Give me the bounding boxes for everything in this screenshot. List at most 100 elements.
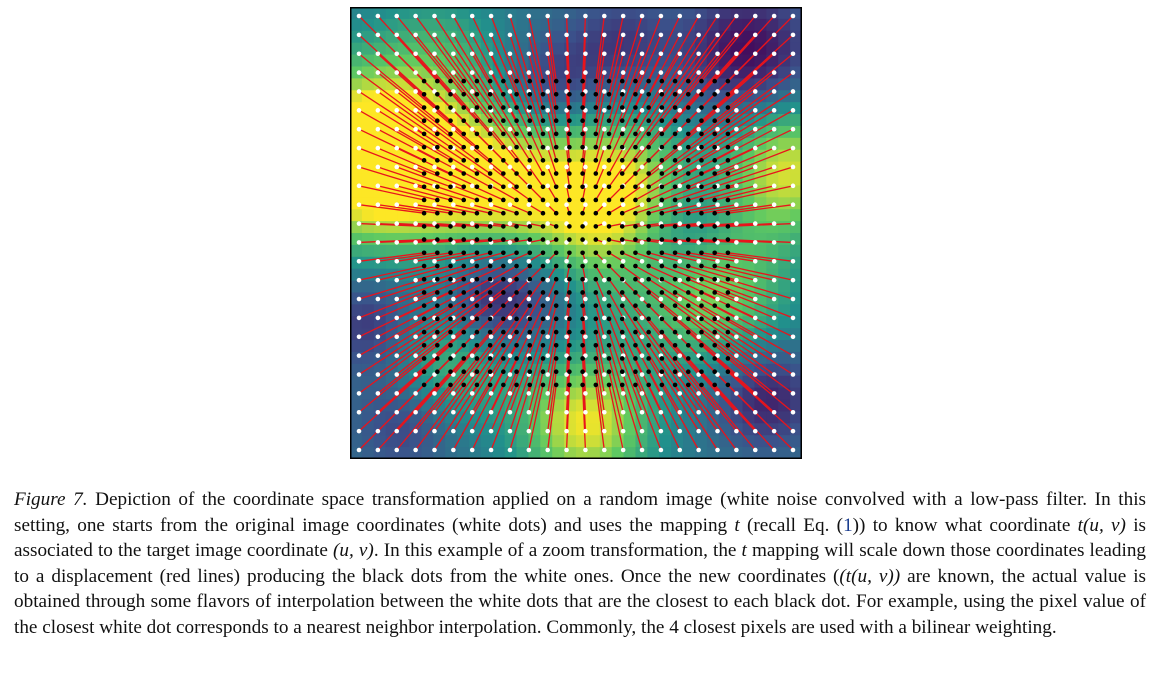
target-dot [633, 105, 638, 110]
target-dot [514, 263, 519, 269]
displacement-line [471, 15, 504, 82]
source-dot [620, 296, 626, 302]
displacement-line [714, 15, 775, 82]
displacement-line [452, 331, 491, 375]
field-cell [373, 173, 387, 187]
source-dot [658, 70, 664, 75]
target-dot [659, 144, 665, 150]
target-dot [712, 329, 717, 335]
field-cell [790, 54, 802, 68]
source-dot [658, 334, 664, 340]
source-dot [394, 240, 400, 245]
field-cell [683, 447, 696, 459]
target-dot [712, 263, 717, 269]
field-cell [385, 209, 399, 222]
source-dot [602, 277, 607, 283]
displacement-line [608, 238, 624, 244]
target-dot [725, 250, 731, 256]
field-cell [373, 411, 387, 424]
source-dot [375, 70, 381, 75]
displacement-line [687, 384, 737, 451]
displacement-line [358, 53, 425, 109]
source-dot [469, 296, 475, 302]
field-cell [766, 90, 779, 103]
source-dot [451, 126, 456, 132]
source-dot [639, 277, 645, 283]
target-dot [474, 290, 480, 295]
field-cell [587, 30, 601, 44]
displacement-line [674, 109, 718, 148]
displacement-line [509, 292, 531, 319]
field-cell [599, 18, 613, 32]
displacement-line [634, 318, 662, 357]
target-dot [567, 276, 572, 282]
source-dot [545, 51, 550, 57]
target-dot [527, 382, 533, 388]
target-dot [514, 171, 519, 176]
field-cell [564, 209, 577, 222]
target-dot [633, 210, 638, 216]
displacement-line [727, 109, 794, 148]
displacement-line [396, 128, 451, 161]
displacement-line [509, 185, 531, 201]
field-cell [766, 18, 779, 32]
field-cell [516, 256, 530, 270]
displacement-line [528, 15, 544, 82]
source-dot [375, 353, 381, 358]
field-cell [623, 137, 637, 151]
target-dot [474, 105, 480, 110]
target-dot [501, 144, 506, 150]
field-cell [766, 280, 779, 294]
target-dot [567, 356, 572, 361]
source-dot [394, 315, 400, 321]
source-dot [620, 259, 626, 264]
source-dot [507, 315, 513, 321]
displacement-line [471, 371, 504, 432]
field-cell [350, 244, 363, 258]
field-cell [671, 447, 684, 459]
displacement-line [661, 91, 700, 135]
source-dot [356, 183, 362, 189]
target-dot [725, 184, 731, 190]
caption-text: mapping will scale down those coordinate… [14, 540, 1147, 587]
source-dot [413, 259, 418, 264]
field-cell [528, 30, 541, 44]
displacement-line [595, 185, 605, 201]
source-dot [356, 126, 362, 132]
displacement-line [701, 90, 756, 135]
displacement-line [358, 34, 425, 95]
field-cell [516, 447, 530, 459]
source-dot [488, 259, 494, 264]
displacement-line [688, 278, 737, 300]
target-dot [461, 276, 467, 282]
field-cell [635, 7, 648, 20]
displacement-line [528, 371, 544, 432]
field-cell [742, 351, 756, 365]
displacement-line [434, 185, 478, 201]
displacement-line [595, 129, 605, 161]
field-cell [504, 137, 518, 151]
displacement-line [547, 292, 557, 319]
source-dot [583, 51, 588, 57]
source-dot [771, 353, 777, 358]
source-dot [413, 240, 418, 245]
displacement-line [528, 53, 544, 108]
source-dot [752, 70, 758, 75]
field-cell [647, 447, 660, 459]
displacement-line [714, 204, 775, 214]
source-dot [734, 221, 739, 226]
target-dot [619, 131, 625, 137]
equation-reference-link[interactable]: 1 [843, 514, 853, 536]
target-dot [540, 78, 546, 84]
source-dot [526, 202, 532, 207]
source-dot [583, 32, 588, 38]
displacement-line [377, 278, 438, 300]
displacement-line [727, 305, 794, 338]
source-dot [469, 13, 475, 19]
displacement-line [471, 291, 504, 319]
source-dot [734, 372, 739, 377]
source-dot [715, 202, 720, 207]
field-cell [373, 280, 387, 294]
displacement-line [471, 358, 504, 413]
target-dot [567, 144, 572, 150]
